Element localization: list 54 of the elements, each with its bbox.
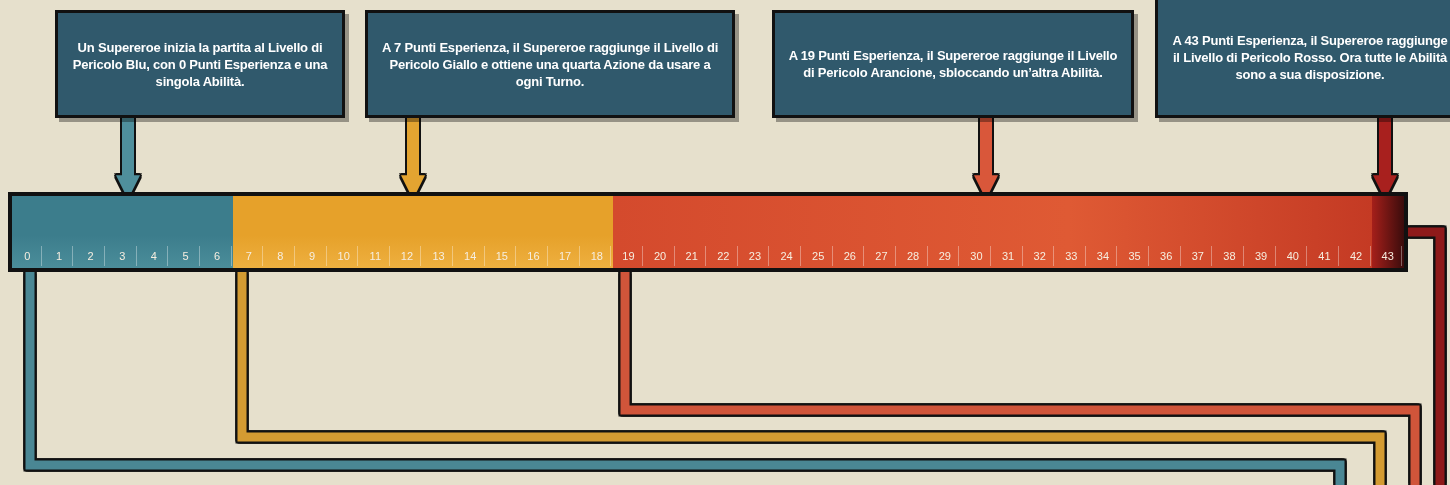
- track-number: 17: [551, 246, 580, 266]
- track-number: 31: [994, 246, 1023, 266]
- track-number: 21: [678, 246, 707, 266]
- track-number: 39: [1247, 246, 1276, 266]
- track-number: 36: [1152, 246, 1181, 266]
- track-number: 23: [741, 246, 770, 266]
- track-number: 0: [13, 246, 42, 266]
- track-number: 37: [1184, 246, 1213, 266]
- track-number: 10: [330, 246, 359, 266]
- connector-line: [620, 272, 1420, 485]
- track-number: 32: [1026, 246, 1055, 266]
- connector-line: [237, 272, 1385, 485]
- track-number: 13: [425, 246, 454, 266]
- track-number: 33: [1057, 246, 1086, 266]
- track-number: 25: [804, 246, 833, 266]
- track-number: 42: [1342, 246, 1371, 266]
- track-number: 26: [836, 246, 865, 266]
- track-number: 35: [1121, 246, 1150, 266]
- connector-line: [25, 272, 1345, 485]
- track-number: 20: [646, 246, 675, 266]
- track-number: 4: [140, 246, 169, 266]
- track-number: 7: [235, 246, 264, 266]
- track-number: 6: [203, 246, 232, 266]
- track-number: 3: [108, 246, 137, 266]
- track-number: 29: [931, 246, 960, 266]
- track-number: 27: [868, 246, 896, 266]
- track-number: 16: [520, 246, 548, 266]
- track-number: 24: [773, 246, 802, 266]
- track-number: 28: [899, 246, 928, 266]
- track-number: 22: [709, 246, 738, 266]
- track-band: [1372, 196, 1404, 268]
- track-number: 18: [583, 246, 612, 266]
- connector-line: [1408, 227, 1445, 485]
- callout-box: A 43 Punti Esperienza, il Supereroe raggiunge il Livello di Pericolo Rosso. Ora tutte le Abilità sono a sua disposizione.: [1155, 0, 1450, 118]
- track-bar: [8, 192, 1408, 272]
- track-number: 9: [298, 246, 327, 266]
- track-number: 5: [172, 246, 200, 266]
- track-number: 1: [45, 246, 74, 266]
- track-number: 2: [77, 246, 106, 266]
- callout-box: A 7 Punti Esperienza, il Supereroe raggiunge il Livello di Pericolo Giallo e ottiene una quarta Azione da usare a ogni Turno.: [365, 10, 735, 118]
- callout-box: A 19 Punti Esperienza, il Supereroe raggiunge il Livello di Pericolo Arancione, sbloccando un’altra Abilità.: [772, 10, 1134, 118]
- track-number: 41: [1310, 246, 1339, 266]
- track-number: 12: [393, 246, 422, 266]
- track-number: 30: [962, 246, 991, 266]
- track-number: 8: [266, 246, 295, 266]
- track-number: 19: [614, 246, 643, 266]
- track-number: 11: [361, 246, 390, 266]
- callout-box: Un Supereroe inizia la partita al Livello di Pericolo Blu, con 0 Punti Esperienza e una singola Abilità.: [55, 10, 345, 118]
- track-number: 14: [456, 246, 485, 266]
- track-number: 38: [1216, 246, 1244, 266]
- track-number: 40: [1279, 246, 1308, 266]
- track-number: 43: [1374, 246, 1403, 266]
- track-number: 34: [1089, 246, 1118, 266]
- track-number: 15: [488, 246, 517, 266]
